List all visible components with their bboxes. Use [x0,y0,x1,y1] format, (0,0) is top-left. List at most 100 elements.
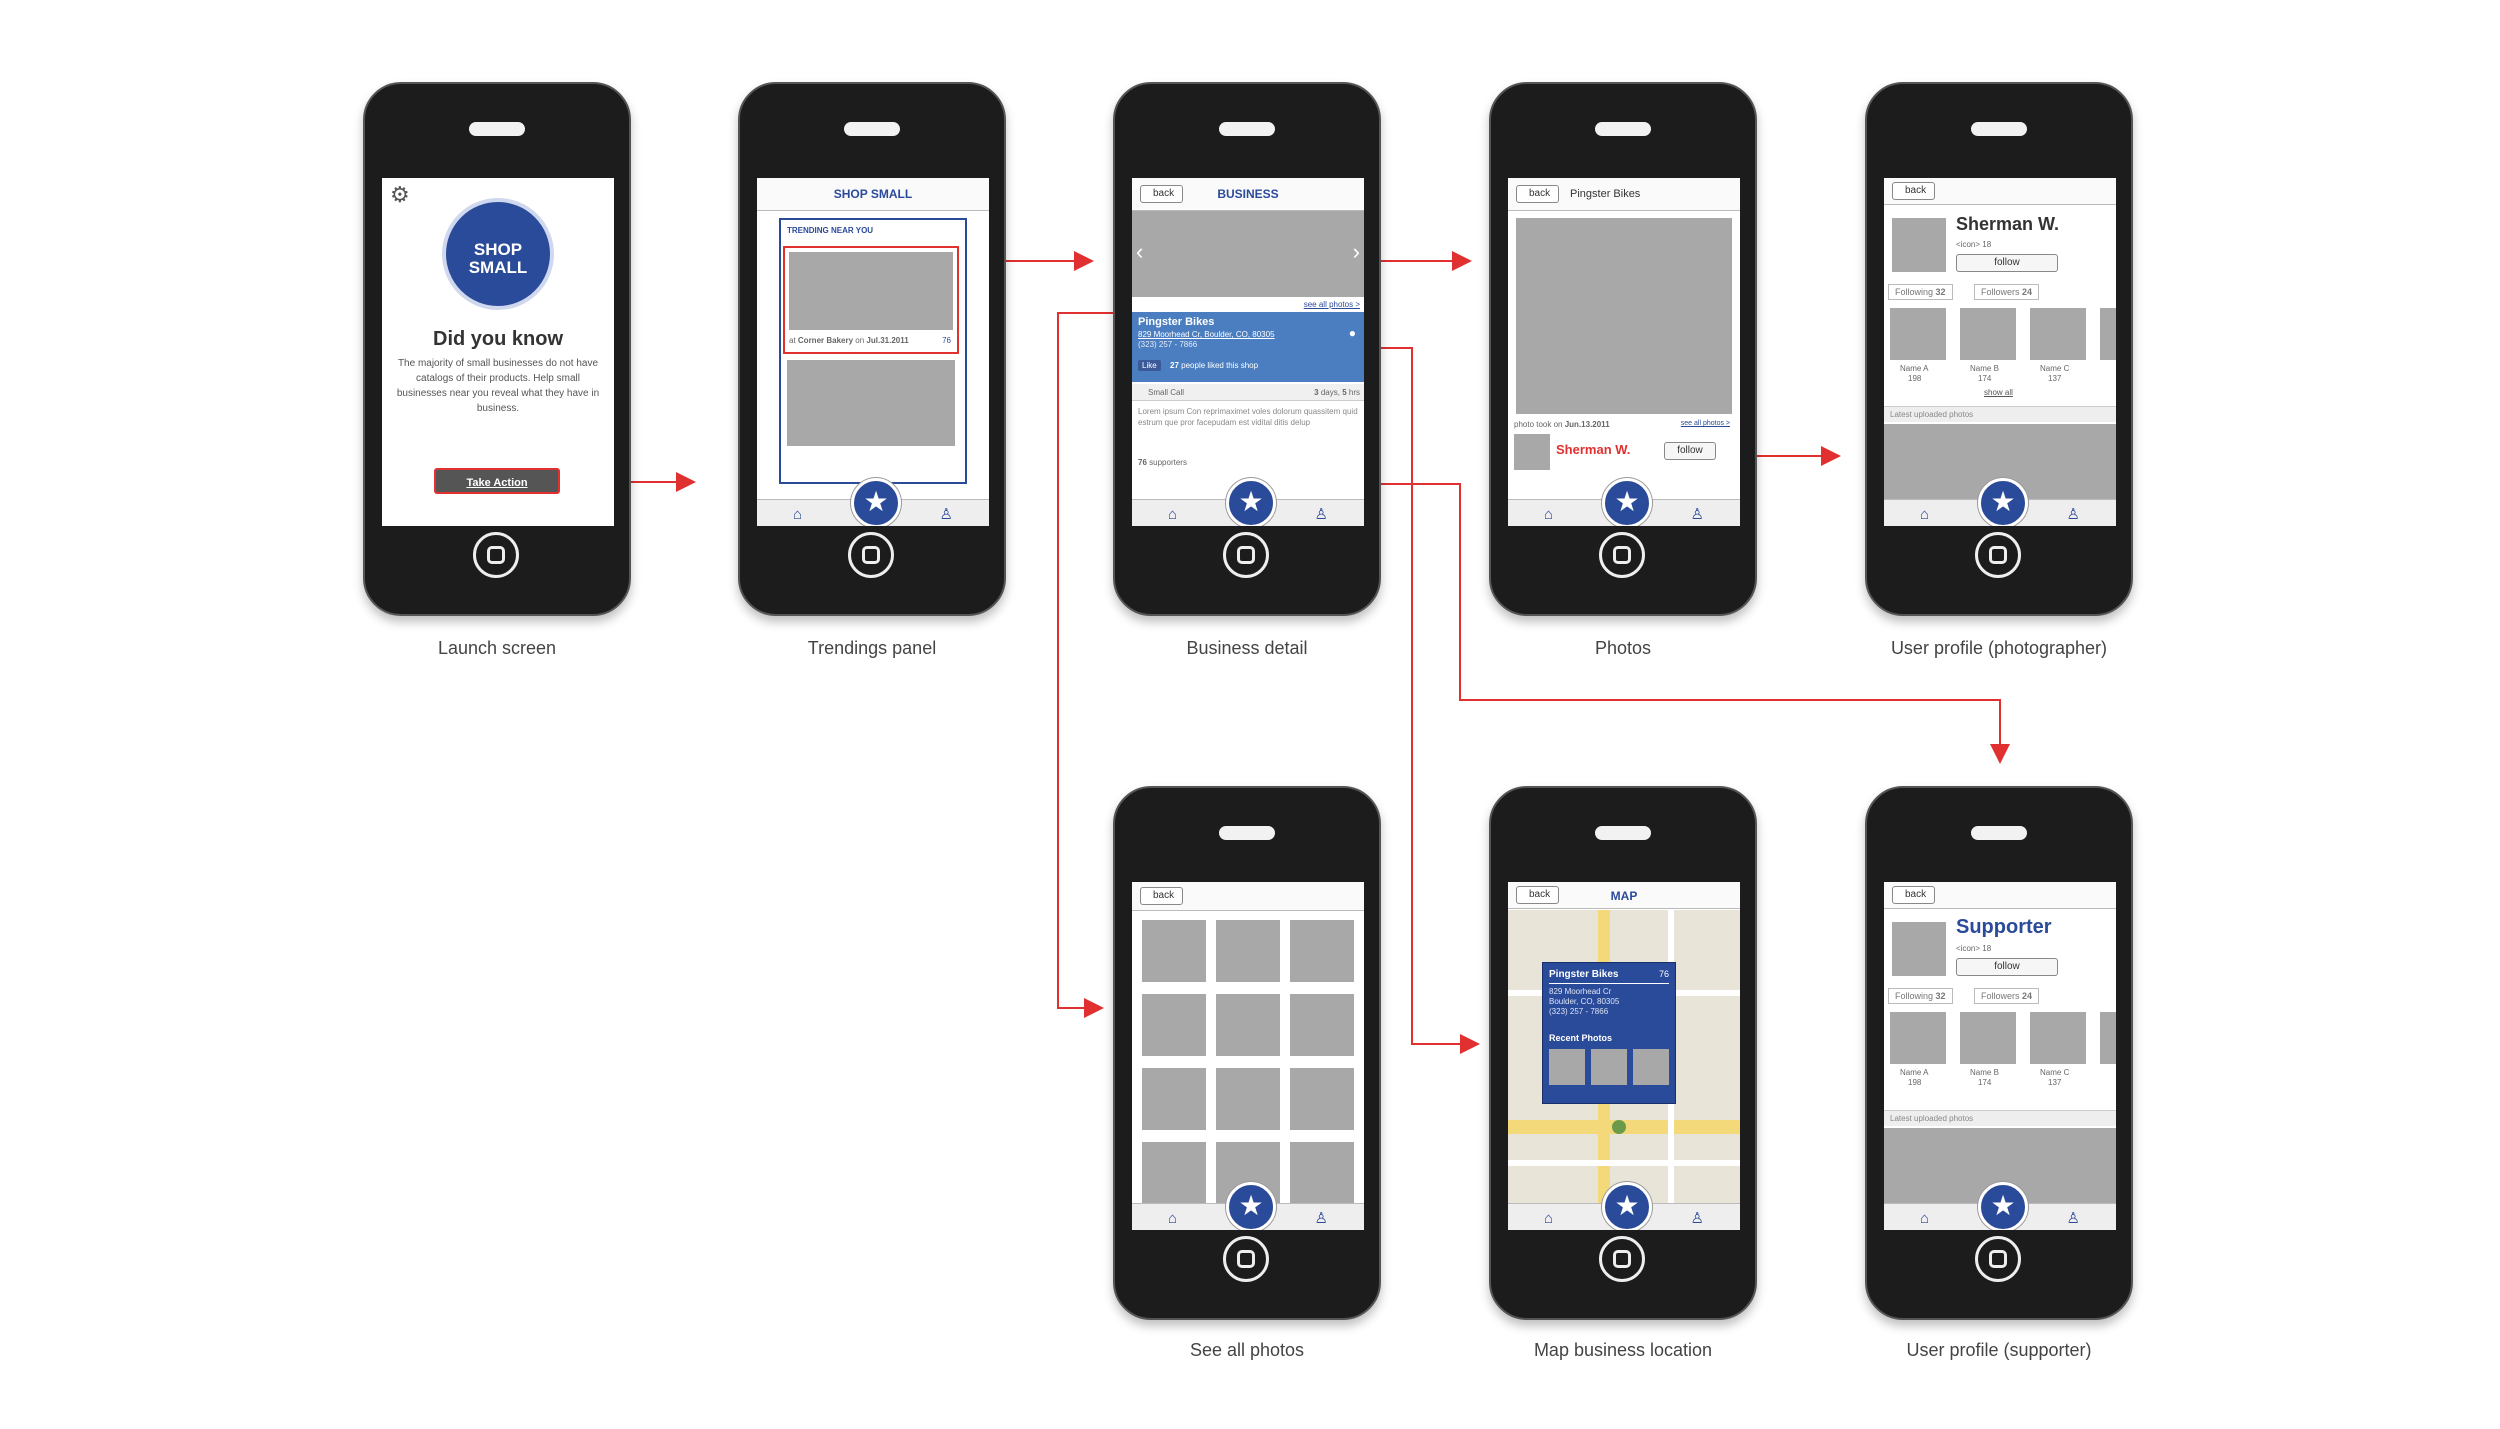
show-all-link[interactable]: show all [1984,388,2013,397]
follow-button[interactable]: follow [1956,958,2058,976]
tab-following[interactable]: Following 32 [1888,988,1953,1004]
home-icon[interactable]: ⌂ [1544,506,1554,523]
gear-icon[interactable]: ⚙ [390,182,410,207]
back-button[interactable]: back [1140,185,1184,203]
person-score: 198 [1908,374,1922,383]
star-icon[interactable]: ★ [1226,478,1276,526]
star-icon[interactable]: ★ [1978,1182,2028,1230]
caption-on: on [855,336,865,345]
photo-carousel[interactable]: ‹ › [1132,211,1364,297]
user-icon[interactable]: ♙ [1690,506,1704,523]
user-icon[interactable]: ♙ [1690,1210,1704,1227]
person-photo[interactable] [1960,1012,2016,1064]
chevron-left-icon[interactable]: ‹ [1136,239,1144,264]
home-button[interactable] [473,532,519,578]
grid-photo[interactable] [1142,994,1206,1056]
back-button[interactable]: back [1892,886,1936,904]
home-button[interactable] [1599,532,1645,578]
see-all-photos-link[interactable]: see all photos > [1680,420,1730,427]
caption-photos: Photos [1594,638,1652,658]
home-icon[interactable]: ⌂ [1920,506,1930,523]
star-icon[interactable]: ★ [1602,478,1652,526]
person-photo[interactable] [2030,1012,2086,1064]
home-button[interactable] [1223,532,1269,578]
home-icon[interactable]: ⌂ [1544,1210,1554,1227]
recent-photo[interactable] [1591,1049,1627,1085]
home-button[interactable] [1975,1236,2021,1282]
business-phone[interactable]: (323) 257 - 7866 [1138,340,1198,349]
see-all-photos-link[interactable]: see all photos > [1303,300,1360,309]
home-icon[interactable]: ⌂ [1168,506,1178,523]
grid-photo[interactable] [1290,920,1354,982]
person-photo[interactable] [1890,308,1946,360]
user-icon[interactable]: ♙ [1314,1210,1328,1227]
person-photo[interactable] [2100,308,2116,360]
back-button[interactable]: back [1140,887,1184,905]
grid-photo[interactable] [1290,1068,1354,1130]
user-icon[interactable]: ♙ [2066,506,2080,523]
take-action-button[interactable]: Take Action [434,468,560,494]
recent-photo[interactable] [1549,1049,1585,1085]
home-icon[interactable]: ⌂ [793,506,803,523]
home-icon[interactable]: ⌂ [1920,1210,1930,1227]
grid-photo[interactable] [1290,1142,1354,1204]
user-avatar[interactable] [1514,434,1550,470]
home-button[interactable] [1975,532,2021,578]
business-screen: back BUSINESS ‹ › see all photos > Pings… [1132,178,1364,526]
map-pin-icon[interactable] [1612,1120,1626,1134]
grid-photo[interactable] [1290,994,1354,1056]
phone-trendings: SHOP SMALL TRENDING NEAR YOU at Corner B… [738,82,1006,616]
photographer-name[interactable]: Sherman W. [1556,442,1631,457]
back-button[interactable]: back [1516,886,1560,904]
supporters[interactable]: 76 supporters [1138,458,1187,467]
person-photo[interactable] [1890,1012,1946,1064]
following-label: Following [1895,287,1934,297]
like-button[interactable]: Like [1138,360,1161,371]
recent-photo[interactable] [1633,1049,1669,1085]
follow-button[interactable]: follow [1956,254,2058,272]
grid-photo[interactable] [1216,994,1280,1056]
trending-item-highlight[interactable]: at Corner Bakery on Jul.31.2011 76 [783,246,959,354]
grid-photo[interactable] [1142,920,1206,982]
home-button[interactable] [1223,1236,1269,1282]
photo-meta: photo took on Jun.13.2011 [1514,420,1610,429]
person-photo[interactable] [2100,1012,2116,1064]
user-icon[interactable]: ♙ [1314,506,1328,523]
chevron-right-icon[interactable]: › [1352,239,1360,264]
person-photo[interactable] [1960,308,2016,360]
user-icon[interactable]: ♙ [2066,1210,2080,1227]
star-icon[interactable]: ★ [1602,1182,1652,1230]
home-icon[interactable]: ⌂ [1168,1210,1178,1227]
speaker [1219,826,1275,840]
grid-photo[interactable] [1142,1068,1206,1130]
trending-panel[interactable]: TRENDING NEAR YOU at Corner Bakery on Ju… [779,218,967,484]
back-button[interactable]: back [1892,182,1936,200]
star-icon[interactable]: ★ [851,478,901,526]
tab-following[interactable]: Following 32 [1888,284,1953,300]
back-button[interactable]: back [1516,185,1560,203]
person-name: Name C [2040,1068,2070,1077]
likes-text: 27 people liked this shop [1170,361,1258,370]
tab-followers[interactable]: Followers 24 [1974,284,2040,300]
speaker [1971,122,2027,136]
grid-photo[interactable] [1142,1142,1206,1204]
star-icon[interactable]: ★ [1226,1182,1276,1230]
large-photo[interactable] [1516,218,1732,414]
follow-button[interactable]: follow [1664,442,1716,460]
business-card: Pingster Bikes 829 Moorhead Cr, Boulder,… [1132,312,1364,382]
grid-photo[interactable] [1216,1068,1280,1130]
grid-photo[interactable] [1216,920,1280,982]
map-pin-icon[interactable]: ● [1348,326,1356,340]
tab-followers[interactable]: Followers 24 [1974,988,2040,1004]
star-icon[interactable]: ★ [1978,478,2028,526]
home-button[interactable] [1599,1236,1645,1282]
home-button[interactable] [848,532,894,578]
latest-photos-header: Latest uploaded photos [1884,406,2116,422]
hours-label: hrs [1348,388,1360,397]
map-info-popup[interactable]: Pingster Bikes 76 829 Moorhead Cr Boulde… [1542,962,1676,1104]
person-name: Name A [1900,364,1929,373]
business-address[interactable]: 829 Moorhead Cr, Boulder, CO, 80305 [1138,330,1275,339]
person-photo[interactable] [2030,308,2086,360]
following-count: 32 [1935,991,1946,1001]
user-icon[interactable]: ♙ [939,506,953,523]
